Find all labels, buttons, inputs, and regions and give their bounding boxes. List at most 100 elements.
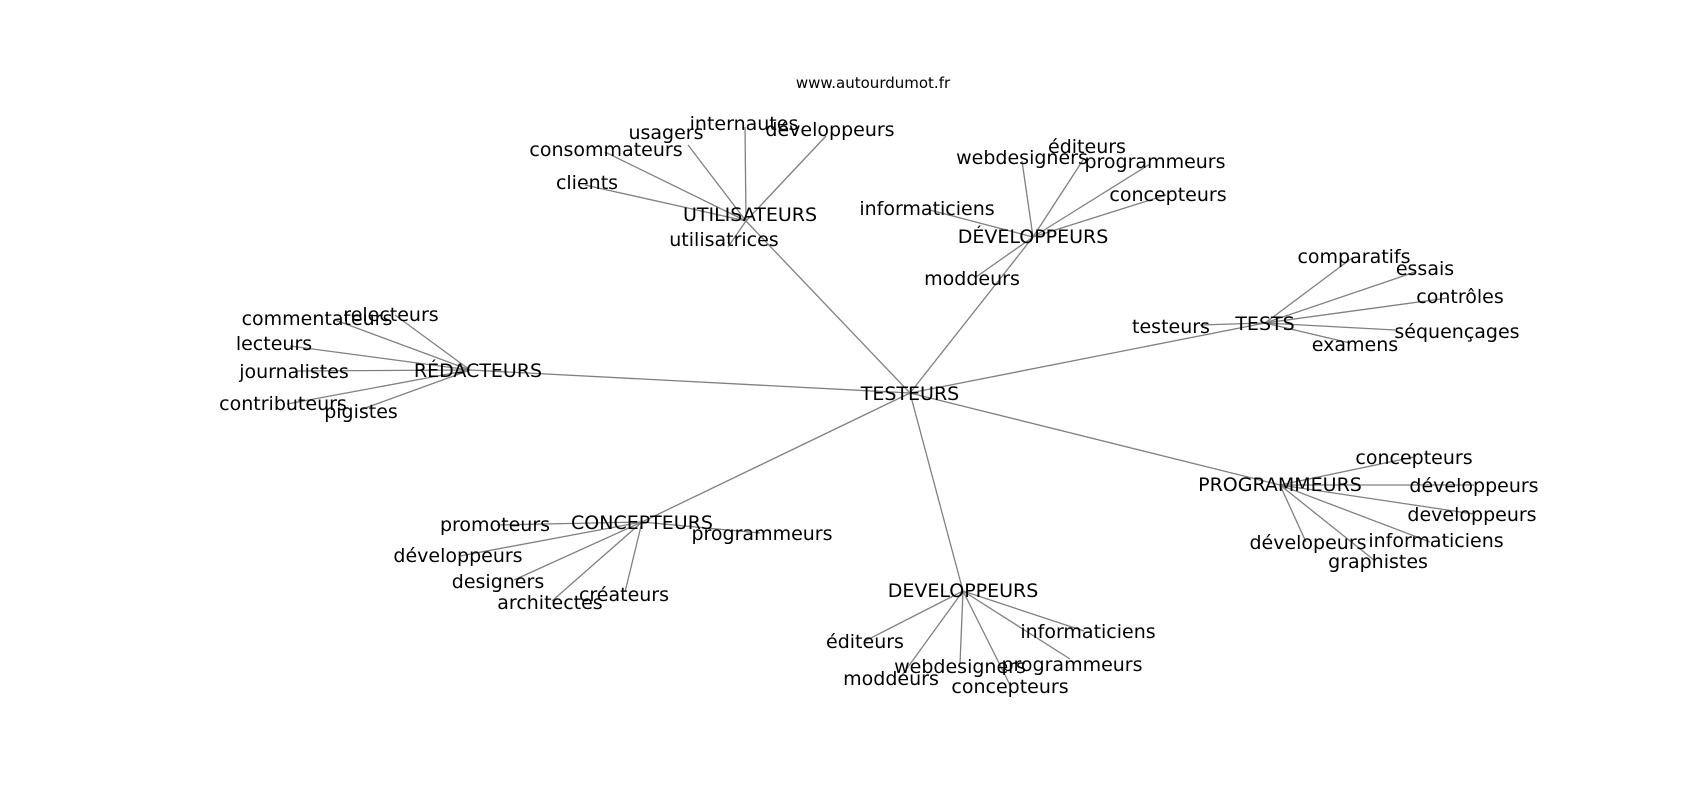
leaf-edge bbox=[604, 151, 747, 222]
leaf-node-label: webdesigners bbox=[956, 147, 1088, 169]
leaf-node-label: programmeurs bbox=[1001, 654, 1142, 676]
leaf-node-label: dévelopeurs bbox=[1249, 532, 1366, 554]
leaf-node-label: testeurs bbox=[1132, 316, 1210, 338]
leaf-edge bbox=[1199, 322, 1266, 326]
labels-layer: www.autourdumot.fr TESTEURS UTILISATEURS u… bbox=[219, 74, 1538, 698]
leaf-node-label: utilisatrices bbox=[669, 229, 778, 251]
leaf-edge bbox=[1279, 484, 1475, 515]
leaf-edge bbox=[1264, 297, 1449, 324]
leaf-node-label: commentateurs bbox=[242, 308, 393, 330]
leaf-node-label: journalistes bbox=[238, 361, 349, 383]
leaf-edge bbox=[1032, 194, 1167, 238]
root-edge bbox=[909, 392, 1281, 486]
leaf-node-label: développeurs bbox=[765, 119, 894, 141]
leaf-edge bbox=[513, 521, 643, 581]
leaf-edge bbox=[1264, 271, 1416, 324]
source-label: www.autourdumot.fr bbox=[796, 74, 951, 92]
leaf-node-label: contributeurs bbox=[219, 393, 347, 415]
leaf-edge bbox=[1264, 322, 1351, 344]
root-edge bbox=[641, 392, 911, 523]
leaf-node-label: éditeurs bbox=[1048, 136, 1126, 158]
leaf-node-label: informaticiens bbox=[1368, 530, 1503, 552]
leaf-node-label: séquençages bbox=[1394, 321, 1519, 343]
leaf-edge bbox=[962, 590, 1011, 686]
leaf-node-label: designers bbox=[452, 571, 544, 593]
hub-node-label: UTILISATEURS bbox=[683, 204, 817, 226]
edges-layer bbox=[286, 126, 1475, 686]
leaf-edge bbox=[745, 135, 827, 222]
leaf-node-label: developpeurs bbox=[1407, 504, 1536, 526]
hub-node-label: RÉDACTEURS bbox=[414, 359, 542, 382]
leaf-node-label: informaticiens bbox=[1020, 621, 1155, 643]
leaf-node-label: architectes bbox=[497, 592, 602, 614]
leaf-edge bbox=[962, 590, 1085, 632]
hub-node-label: DEVELOPPEURS bbox=[888, 580, 1039, 602]
leaf-node-label: programmeurs bbox=[691, 523, 832, 545]
root-edge bbox=[909, 392, 964, 592]
leaf-node-label: examens bbox=[1312, 334, 1398, 356]
root-edge bbox=[469, 369, 911, 394]
leaf-edge bbox=[864, 590, 964, 642]
hub-node-label: PROGRAMMEURS bbox=[1198, 474, 1362, 496]
leaf-node-label: concepteurs bbox=[951, 676, 1068, 698]
leaf-edge bbox=[962, 590, 1071, 660]
leaf-node-label: développeurs bbox=[393, 545, 522, 567]
leaf-edge bbox=[744, 126, 747, 222]
leaf-edge bbox=[1032, 163, 1151, 238]
leaf-edge bbox=[551, 521, 643, 602]
leaf-edge bbox=[975, 236, 1034, 278]
leaf-edge bbox=[359, 369, 471, 411]
leaf-node-label: pigistes bbox=[324, 401, 398, 423]
leaf-node-label: programmeurs bbox=[1084, 151, 1225, 173]
leaf-edge bbox=[925, 208, 1034, 238]
leaf-node-label: éditeurs bbox=[826, 631, 904, 653]
leaf-edge bbox=[289, 345, 471, 371]
leaf-node-label: informaticiens bbox=[859, 198, 994, 220]
hub-node-label: TESTS bbox=[1234, 313, 1294, 335]
leaf-edge bbox=[496, 521, 643, 526]
leaf-node-label: contrôles bbox=[1416, 286, 1503, 308]
leaf-edge bbox=[1032, 159, 1084, 238]
leaf-node-label: lecteurs bbox=[236, 333, 312, 355]
leaf-node-label: développeurs bbox=[1409, 475, 1538, 497]
leaf-node-label: moddeurs bbox=[924, 268, 1020, 290]
leaf-node-label: usagers bbox=[628, 122, 703, 144]
leaf-edge bbox=[624, 521, 643, 593]
leaf-edge bbox=[294, 369, 471, 372]
leaf-node-label: promoteurs bbox=[440, 514, 550, 536]
leaf-edge bbox=[687, 144, 747, 222]
leaf-edge bbox=[727, 220, 747, 248]
root-edge bbox=[745, 220, 911, 394]
leaf-node-label: concepteurs bbox=[1355, 447, 1472, 469]
leaf-edge bbox=[899, 590, 964, 679]
leaf-node-label: essais bbox=[1396, 258, 1454, 280]
leaf-edge bbox=[959, 590, 964, 665]
leaf-edge bbox=[334, 319, 471, 371]
root-edge bbox=[909, 322, 1266, 394]
leaf-edge bbox=[1264, 257, 1353, 324]
leaf-edge bbox=[584, 184, 747, 222]
leaf-node-label: comparatifs bbox=[1297, 246, 1410, 268]
leaf-edge bbox=[1279, 484, 1431, 543]
leaf-edge bbox=[641, 521, 761, 534]
leaf-node-label: consommateurs bbox=[529, 139, 682, 161]
leaf-edge bbox=[286, 369, 471, 405]
leaf-edge bbox=[1264, 322, 1396, 331]
leaf-edge bbox=[1021, 160, 1034, 238]
hub-node-label: CONCEPTEURS bbox=[571, 512, 713, 534]
leaf-edge bbox=[459, 521, 643, 557]
root-edge bbox=[909, 236, 1034, 394]
leaf-edge bbox=[1279, 456, 1415, 486]
leaf-edge bbox=[1279, 484, 1307, 543]
root-node-label: TESTEURS bbox=[860, 383, 959, 405]
leaf-node-label: créateurs bbox=[579, 584, 669, 606]
leaf-node-label: relecteurs bbox=[343, 304, 438, 326]
hub-node-label: DÉVELOPPEURS bbox=[958, 225, 1109, 248]
leaf-node-label: concepteurs bbox=[1109, 184, 1226, 206]
leaf-edge bbox=[1279, 484, 1375, 561]
leaf-node-label: webdesigners bbox=[894, 656, 1026, 678]
leaf-node-label: moddeurs bbox=[843, 668, 939, 690]
leaf-edge bbox=[394, 314, 471, 371]
leaf-node-label: graphistes bbox=[1328, 551, 1428, 573]
